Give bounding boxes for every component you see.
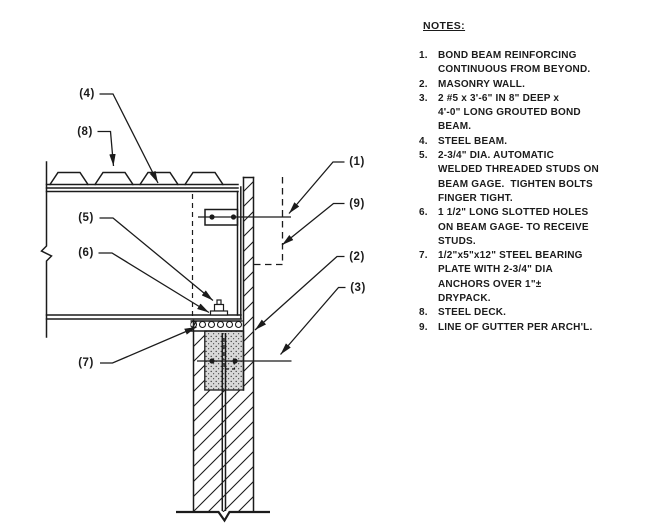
callout-8-label: (8) [77, 125, 93, 138]
note-number: 5. [419, 150, 428, 162]
callout-3-label: (3) [350, 281, 366, 294]
leader-2 [254, 255, 345, 331]
notes-title: NOTES: [423, 20, 466, 32]
stud-nut [213, 303, 225, 312]
notes-panel: NOTES: 1. BOND BEAM REINFORCING CONTINUO… [419, 20, 659, 335]
callout-6-label: (6) [78, 247, 94, 259]
drypack-bearing-plate [190, 321, 243, 331]
note-text: STEEL DECK. [438, 307, 507, 319]
leader-5 [99, 217, 214, 302]
masonry-wall-lower-hatch [193, 390, 254, 512]
masonry-wall-upper-hatch [243, 177, 254, 390]
callout-1-label: (1) [349, 156, 365, 168]
leader-7 [100, 326, 197, 364]
wall-vertical-bar [221, 333, 227, 511]
note-item-6: 6. 1 1/2" LONG SLOTTED HOLES ON BEAM GAG… [419, 206, 659, 249]
leader-3 [280, 286, 346, 355]
note-number: 7. [419, 250, 428, 262]
beam-top-flange [45, 187, 239, 193]
stud-washer [209, 310, 229, 316]
beam-end-plate [236, 186, 242, 320]
note-item-3: 3. 2 #5 x 3'-6" IN 8" DEEP x 4'-0" LONG … [419, 92, 659, 135]
note-text: 1/2"x5"x12" STEEL BEARING PLATE WITH 2-3… [438, 250, 583, 305]
leader-1 [288, 161, 345, 214]
leader-9 [281, 202, 345, 246]
note-text: 1 1/2" LONG SLOTTED HOLES ON BEAM GAGE- … [438, 207, 589, 247]
note-number: 6. [419, 207, 428, 219]
note-item-4: 4. STEEL BEAM. [419, 135, 659, 149]
note-item-7: 7. 1/2"x5"x12" STEEL BEARING PLATE WITH … [419, 249, 659, 306]
beam-bottom-flange [45, 314, 242, 320]
note-item-9: 9. LINE OF GUTTER PER ARCH'L. [419, 321, 659, 335]
note-text: LINE OF GUTTER PER ARCH'L. [438, 321, 593, 333]
note-number: 1. [419, 50, 428, 61]
anchor-dashed [223, 338, 236, 370]
note-text: MASONRY WALL. [438, 78, 526, 90]
note-number: 8. [419, 307, 428, 319]
note-item-5: 5. 2-3/4" DIA. AUTOMATIC WELDED THREADED… [419, 149, 659, 206]
note-item-8: 8. STEEL DECK. [419, 306, 659, 320]
wall-bottom-break-line [176, 510, 270, 523]
leader-4 [99, 93, 159, 184]
callout-7-label: (7) [78, 357, 94, 369]
note-item-2: 2. MASONRY WALL. [419, 78, 659, 92]
rebar-dot [232, 358, 238, 364]
note-number: 2. [419, 78, 428, 90]
gutter-dashed-line [254, 177, 285, 266]
note-number: 3. [419, 92, 428, 104]
stud-stem [216, 299, 222, 306]
stud-dot [230, 214, 237, 220]
steel-deck-ribs [48, 171, 225, 186]
callout-2-label: (2) [349, 251, 365, 263]
note-text: STEEL BEAM. [438, 135, 508, 147]
rebar-dot [209, 358, 215, 364]
callout-9-label: (9) [349, 197, 365, 210]
note-number: 9. [419, 321, 428, 333]
note-item-1: 1. BOND BEAM REINFORCING CONTINUOUS FROM… [419, 49, 659, 78]
callout-4-label: (4) [79, 88, 95, 100]
note-text: 2-3/4" DIA. AUTOMATIC WELDED THREADED ST… [438, 150, 599, 204]
note-number: 4. [419, 135, 428, 147]
leader-8 [97, 130, 116, 167]
beam-break-line [40, 161, 53, 338]
callout-5-label: (5) [78, 212, 94, 224]
leader-6 [98, 252, 210, 314]
stud-dot [209, 214, 215, 220]
note-text: BOND BEAM REINFORCING CONTINUOUS FROM BE… [438, 50, 591, 76]
note-text: 2 #5 x 3'-6" IN 8" DEEP x 4'-0" LONG GRO… [438, 92, 581, 133]
